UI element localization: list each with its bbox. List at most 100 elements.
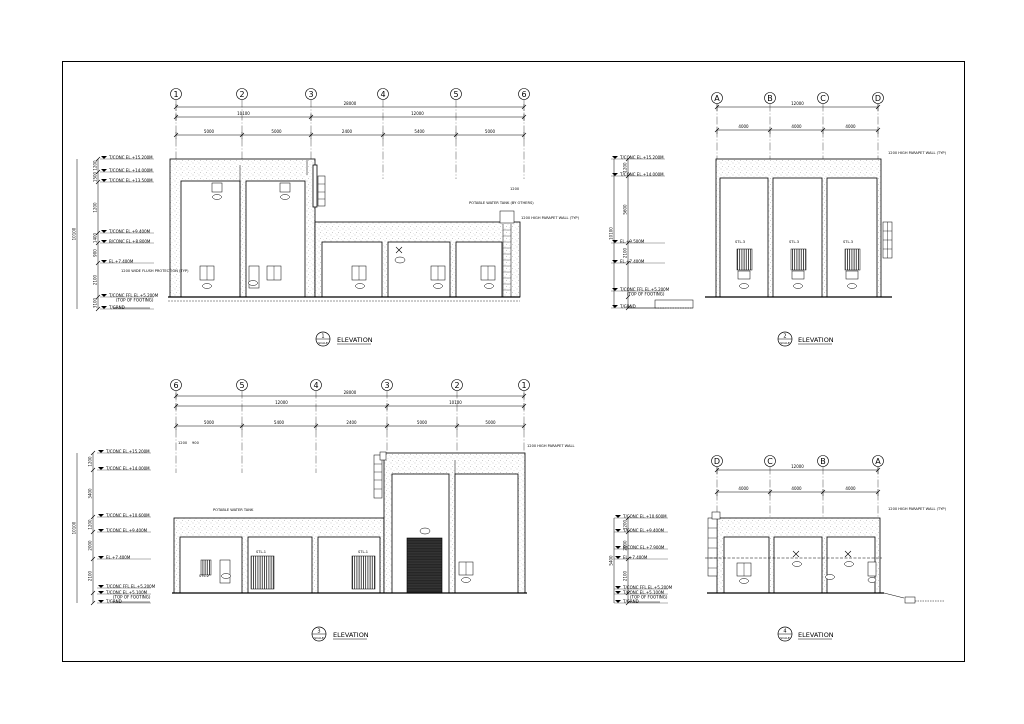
side-dimension-tick — [90, 590, 96, 596]
level-marker — [98, 450, 104, 453]
side-dimension-tick — [625, 260, 631, 266]
view-title-1: 1 SCALE ELEVATION — [315, 331, 373, 347]
side-dimension-tick — [90, 556, 96, 562]
side-dimension-label: 1200 — [623, 162, 628, 173]
level-marker — [98, 600, 104, 603]
side-dimension-label: 5600 — [623, 204, 628, 215]
side-dimension-tick — [625, 515, 631, 521]
grid-label: 3 — [384, 381, 389, 390]
grid-label: B — [820, 457, 826, 466]
dimension-label: 4000 — [791, 124, 802, 129]
dimension-label: 5400 — [414, 129, 425, 134]
grid-label: 5 — [239, 381, 244, 390]
side-dimension-label: 3100 — [93, 297, 98, 308]
level-label: B/CONC EL.+8.800M — [109, 239, 151, 244]
level-label: T/CONC EL.+14.000M — [108, 168, 153, 173]
level-sublabel: (TOP OF FOOTING) — [116, 298, 154, 303]
grid-label: 5 — [453, 90, 458, 99]
level-label: T/CONC EL.+14.000M — [619, 172, 664, 177]
side-dimension-tick — [90, 450, 96, 456]
level-marker — [98, 556, 104, 559]
grid-label: C — [767, 457, 773, 466]
level-label: T/CONC EL.+9.400M — [105, 528, 148, 533]
dimension-label: 12000 — [411, 111, 424, 116]
level-label: T/CONC FFL EL.+5.200M — [619, 287, 670, 292]
view-title: ELEVATION — [798, 336, 834, 344]
grid-label: 2 — [454, 381, 459, 390]
side-dimension-label: 1500 — [93, 171, 98, 182]
level-label: EL.+7.400M — [109, 259, 134, 264]
side-dimension-tick — [625, 156, 631, 162]
louver-tag: STL-2 — [199, 574, 209, 578]
level-sublabel: (TOP OF FOOTING) — [627, 292, 665, 297]
level-marker — [101, 169, 107, 172]
level-label: EL.+7.400M — [106, 555, 131, 560]
view-number: 4 — [783, 629, 786, 635]
grid-label: 3 — [308, 90, 313, 99]
level-marker — [615, 586, 621, 589]
note-water-tank: POTABLE WATER TANK (BY OTHERS) — [469, 201, 534, 205]
level-marker — [101, 294, 107, 297]
level-markers: T/CONC EL.+15.200M T/CONC EL.+14.000M T/CO… — [100, 155, 159, 310]
note-water-tank: POTABLE WATER TANK — [213, 508, 254, 512]
side-dimension-label: 2000 — [623, 540, 628, 551]
level-marker — [98, 529, 104, 532]
side-dimension-label: 1400 — [93, 232, 98, 243]
side-dimension-label: 1200 — [93, 160, 98, 171]
level-label: EL.+7.400M — [620, 259, 645, 264]
dimension-label: 5000 — [485, 129, 496, 134]
level-marker — [101, 156, 107, 159]
level-marker — [101, 240, 107, 243]
level-label: T/CONC EL.+5.100M — [105, 590, 148, 595]
side-dimension-tick — [625, 173, 631, 179]
grid-label: 1 — [173, 90, 178, 99]
side-dimension-tick — [95, 179, 101, 185]
building-elevation-1 — [113, 158, 521, 309]
dimension-label: 2400 — [346, 420, 357, 425]
dimension-label: 5000 — [271, 129, 282, 134]
view-scale: SCALE — [780, 341, 790, 345]
level-marker — [612, 240, 618, 243]
level-label: T/CONC EL.+9.400M — [108, 229, 151, 234]
louver-tag: STL-1 — [256, 550, 266, 554]
dimension-label: 28000 — [344, 101, 357, 106]
side-dimension-label: 1200 — [93, 202, 98, 213]
overall-dimension-label: 10100 — [72, 521, 77, 534]
side-dimension-tick — [625, 529, 631, 535]
note-ladder-dim: 1200 — [510, 187, 520, 191]
level-label: T/GRND — [105, 599, 122, 604]
view-number: 1 — [321, 334, 324, 340]
sheet-border — [62, 61, 965, 662]
level-label: T/CONC EL.+15.200M — [108, 155, 153, 160]
level-marker — [615, 529, 621, 532]
building-elevation-3 — [113, 451, 527, 603]
side-dimension-label: 2100 — [623, 247, 628, 258]
building-elevation-4 — [630, 511, 945, 604]
louver-tag: STL-3 — [735, 240, 745, 244]
level-marker — [612, 305, 618, 308]
side-dimension-tick — [95, 169, 101, 175]
level-label: T/CONC EL.+5.100M — [622, 590, 665, 595]
level-label: B/CONC EL.+7.900M — [623, 545, 665, 550]
level-marker — [101, 260, 107, 263]
view-title: ELEVATION — [333, 631, 369, 639]
note-flush-protection: 1200 WIDE FLUSH PROTECTION (TYP) — [121, 269, 189, 273]
side-dimension-tick — [625, 240, 631, 246]
side-dimension-tick — [625, 590, 631, 596]
level-label: T/GRND — [622, 599, 639, 604]
side-dimension-tick — [90, 514, 96, 520]
level-label: T/CONC FFL EL.+5.200M — [105, 584, 156, 589]
level-label: T/CONC EL.+15.200M — [105, 449, 150, 454]
level-marker — [101, 306, 107, 309]
